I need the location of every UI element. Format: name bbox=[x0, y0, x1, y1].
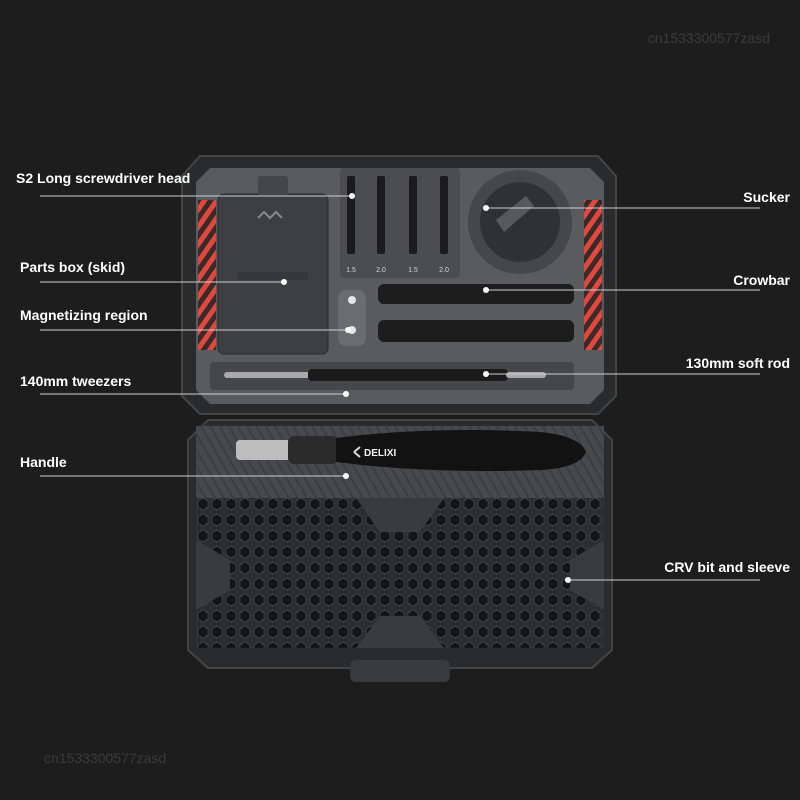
s2-bits bbox=[340, 168, 460, 278]
callout-s2-screwdriver-head: S2 Long screwdriver head bbox=[16, 170, 191, 186]
crowbars bbox=[378, 284, 574, 342]
parts-box bbox=[217, 176, 329, 355]
brand-logo: DELIXI bbox=[364, 448, 396, 459]
magnetizer bbox=[338, 290, 366, 346]
callout-handle: Handle bbox=[20, 454, 67, 470]
red-stripe-left bbox=[198, 200, 216, 350]
callout-crv-bit-sleeve: CRV bit and sleeve bbox=[664, 559, 790, 575]
callout-crowbar: Crowbar bbox=[733, 272, 790, 288]
screwdriver-handle bbox=[236, 430, 586, 471]
bit-size-2: 2.0 bbox=[376, 267, 386, 274]
tweezers-and-rod bbox=[210, 362, 574, 390]
callout-tweezers: 140mm tweezers bbox=[20, 373, 132, 389]
watermark-top: cn1533300577zasd bbox=[647, 30, 770, 46]
watermark-bottom: cn1533300577zasd bbox=[44, 750, 167, 766]
callout-sucker: Sucker bbox=[743, 189, 790, 205]
callout-dots bbox=[281, 193, 571, 583]
callout-soft-rod: 130mm soft rod bbox=[685, 355, 790, 371]
callout-magnetizing-region: Magnetizing region bbox=[20, 307, 148, 323]
bit-size-1: 1.5 bbox=[346, 267, 356, 274]
sucker bbox=[468, 170, 572, 274]
callout-leader-lines bbox=[40, 195, 760, 581]
callout-parts-box: Parts box (skid) bbox=[20, 259, 126, 275]
red-stripe-right bbox=[584, 200, 602, 350]
bit-size-3: 1.5 bbox=[408, 267, 418, 274]
bit-size-4: 2.0 bbox=[439, 267, 449, 274]
